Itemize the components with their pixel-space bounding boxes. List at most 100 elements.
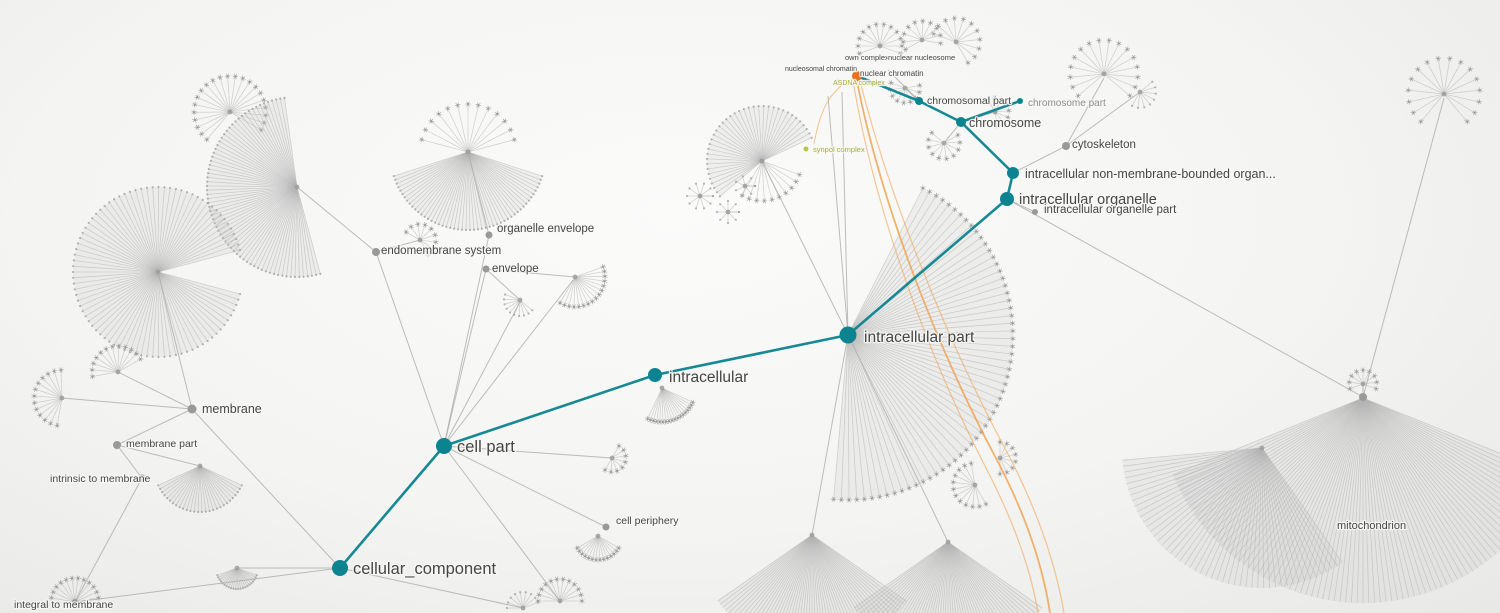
fan-hub-node[interactable] [1441, 91, 1447, 97]
label-membrane-part: membrane part [126, 438, 197, 450]
label-nuclear-nucleosome: nuclear nucleosome [888, 53, 955, 62]
fan-hub-node[interactable] [725, 209, 731, 215]
label-chromosome-part: chromosome part [1028, 98, 1106, 109]
node-endomembrane-hub[interactable] [372, 248, 380, 256]
fan-cluster[interactable] [1067, 37, 1141, 99]
fan-cluster[interactable] [89, 343, 144, 380]
label-cytoskeleton: cytoskeleton [1072, 139, 1136, 151]
fan-cluster[interactable] [418, 101, 518, 155]
fan-hub-node[interactable] [877, 43, 883, 49]
fan-cluster[interactable] [403, 221, 439, 257]
fan-cluster[interactable] [685, 182, 715, 210]
node-envelope-hub[interactable] [482, 265, 490, 273]
highlight-edge-bundle [813, 78, 1065, 613]
node-chromosomal-part[interactable] [915, 97, 923, 105]
fan-cluster[interactable] [71, 185, 242, 359]
node-intrinsic-membrane-hub[interactable] [138, 474, 146, 482]
fan-hub-node[interactable] [972, 482, 978, 488]
fan-hub-node[interactable] [1101, 71, 1107, 77]
fan-cluster[interactable] [602, 443, 629, 475]
fan-cluster[interactable] [644, 385, 696, 425]
fan-cluster[interactable] [216, 565, 258, 591]
fan-cluster[interactable] [705, 104, 813, 198]
node-mitochondrion-hub[interactable] [1359, 393, 1367, 401]
label-organelle-envelope: organelle envelope [497, 223, 594, 235]
fan-cluster[interactable] [717, 532, 907, 613]
fan-hub-node[interactable] [595, 533, 601, 539]
highlight-edge [813, 78, 853, 145]
label-intracellular-organelle-part: intracellular organelle part [1044, 204, 1177, 216]
node-synpol-node[interactable] [803, 146, 809, 152]
label-nuclear-chromatin: nuclear chromatin [860, 69, 924, 78]
highlight-edge [859, 80, 1065, 613]
node-organelle-part-hub[interactable] [1032, 209, 1038, 215]
path-edge-chromosomal-part--highlight-node [855, 74, 921, 103]
fan-cluster[interactable] [535, 576, 585, 604]
fan-cluster[interactable] [950, 460, 989, 510]
node-chromosome[interactable] [956, 117, 966, 127]
graph-nodes [72, 71, 1367, 605]
fan-hub-node[interactable] [227, 109, 233, 115]
node-organelle-envelope-hub[interactable] [485, 231, 493, 239]
node-chromosome-part[interactable] [1017, 98, 1023, 104]
node-membrane-hub[interactable] [187, 404, 197, 414]
fan-cluster[interactable] [1122, 445, 1343, 589]
fan-cluster[interactable] [930, 15, 983, 66]
path-edge-intracellular-nmb-organelle--chromosome [959, 120, 1015, 175]
node-highlight-node[interactable] [852, 71, 862, 81]
node-intracellular-part[interactable] [839, 326, 857, 344]
fan-cluster[interactable] [557, 263, 608, 310]
label-envelope: envelope [492, 263, 539, 275]
label-own-complex: own complex [845, 53, 889, 62]
fan-cluster[interactable] [855, 21, 905, 57]
label-cellular-component: cellular_component [353, 560, 497, 578]
fan-cluster[interactable] [574, 533, 622, 563]
node-cytoskeleton-hub[interactable] [1062, 142, 1070, 150]
node-membrane-part-hub[interactable] [113, 441, 121, 449]
fan-hub-node[interactable] [919, 37, 925, 43]
label-chromosomal-part: chromosomal part [927, 95, 1011, 107]
label-intracellular-part: intracellular part [864, 329, 975, 346]
fan-cluster[interactable] [1346, 367, 1380, 392]
label-cell-periphery: cell periphery [616, 515, 679, 527]
fan-cluster[interactable] [502, 293, 534, 318]
fan-cluster[interactable] [715, 199, 741, 225]
fan-hub-node[interactable] [953, 39, 959, 45]
fan-cluster[interactable] [925, 129, 963, 162]
fan-cluster[interactable] [31, 367, 65, 429]
fan-hub-node[interactable] [1259, 445, 1265, 451]
label-intracellular-organelle: intracellular organelle [1019, 192, 1157, 208]
node-intracellular-nmb-organelle[interactable] [1007, 167, 1019, 179]
node-cellular-component[interactable] [332, 560, 348, 576]
label-intracellular: intracellular [669, 369, 748, 386]
label-intracellular-nmb-organelle: intracellular non-membrane-bounded organ… [1025, 167, 1276, 181]
fan-hub-node[interactable] [997, 455, 1003, 461]
node-integral-hub[interactable] [72, 599, 78, 605]
fan-hub-node[interactable] [659, 385, 665, 391]
label-cell-part: cell part [457, 438, 515, 456]
fan-cluster[interactable] [205, 96, 322, 279]
fan-cluster[interactable] [734, 175, 757, 197]
fan-cluster[interactable] [157, 463, 243, 514]
fan-cluster[interactable] [997, 439, 1019, 477]
highlight-edge [852, 80, 1039, 613]
fan-hub-node[interactable] [697, 193, 703, 199]
fan-cluster[interactable] [830, 185, 1016, 503]
fan-hub-node[interactable] [742, 183, 748, 189]
node-intracellular-organelle[interactable] [1000, 192, 1014, 206]
node-intracellular[interactable] [648, 368, 662, 382]
path-edge-chromosome--chromosome-part [959, 99, 1022, 124]
label-chromosome: chromosome [969, 116, 1041, 130]
node-asdna-node[interactable] [835, 79, 841, 85]
node-cell-part[interactable] [436, 438, 452, 454]
fan-cluster[interactable] [1405, 55, 1483, 125]
node-cell-periphery-hub[interactable] [602, 523, 610, 531]
path-edge-intracellular--intracellular-part [653, 333, 850, 377]
fan-cluster[interactable] [1130, 80, 1157, 109]
fan-cluster[interactable] [505, 591, 540, 611]
fan-cluster[interactable] [900, 18, 944, 53]
fan-cluster[interactable] [853, 539, 1043, 613]
fan-cluster[interactable] [392, 149, 544, 232]
